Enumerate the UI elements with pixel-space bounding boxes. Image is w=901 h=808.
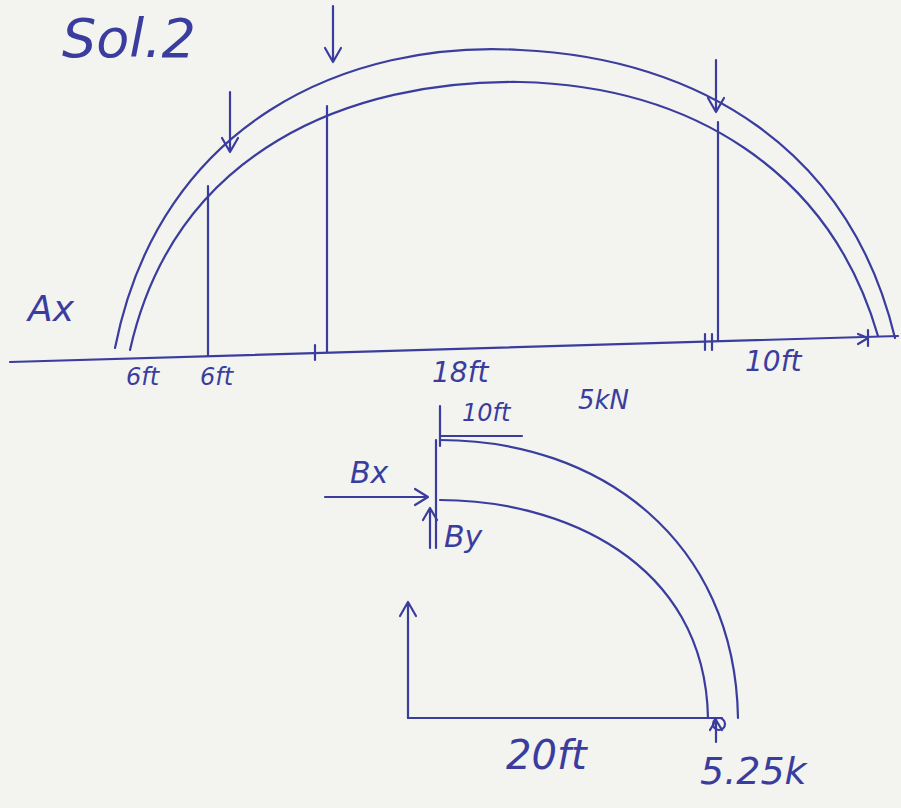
force-label: By (444, 520, 482, 555)
reaction-label: Ax (28, 288, 74, 329)
arch-outer (115, 49, 895, 348)
reaction-arrow (710, 720, 722, 742)
title-label: Sol.2 (62, 8, 196, 70)
dimension-label: 18ft (432, 357, 488, 389)
base-line (408, 717, 722, 719)
force-label: Bx (350, 456, 388, 491)
load-arrow (708, 60, 724, 112)
force-arrow (325, 489, 428, 505)
dimension-tick (858, 330, 868, 346)
dimension-tick (705, 334, 712, 350)
dimension-label: 10ft (745, 346, 801, 378)
vertical-member (717, 122, 719, 341)
dimension-label: 10ft (462, 400, 510, 428)
axis-arrow (400, 602, 416, 718)
support-circle (713, 718, 725, 730)
vertical-member (326, 106, 328, 352)
fbd-outer (440, 440, 738, 718)
cut-line (435, 440, 437, 548)
force-arrow (423, 508, 437, 548)
vertical-member (207, 186, 209, 356)
dimension-label: 6ft (200, 364, 233, 392)
dimension-label: 6ft (126, 364, 159, 392)
load-label: 5kN (578, 386, 629, 416)
arch-inner (130, 82, 878, 350)
reaction-label: 5.25k (700, 750, 807, 794)
dimension-label: 20ft (506, 732, 587, 778)
fbd-inner (440, 500, 708, 718)
dimension-tick (314, 345, 316, 360)
load-arrow (222, 92, 238, 152)
load-arrow (325, 6, 341, 62)
